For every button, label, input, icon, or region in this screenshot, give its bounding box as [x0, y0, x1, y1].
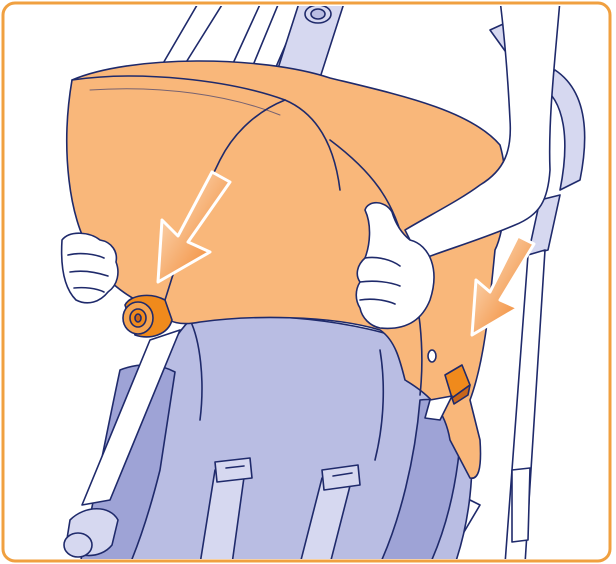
canopy-clip-icon	[123, 295, 172, 336]
